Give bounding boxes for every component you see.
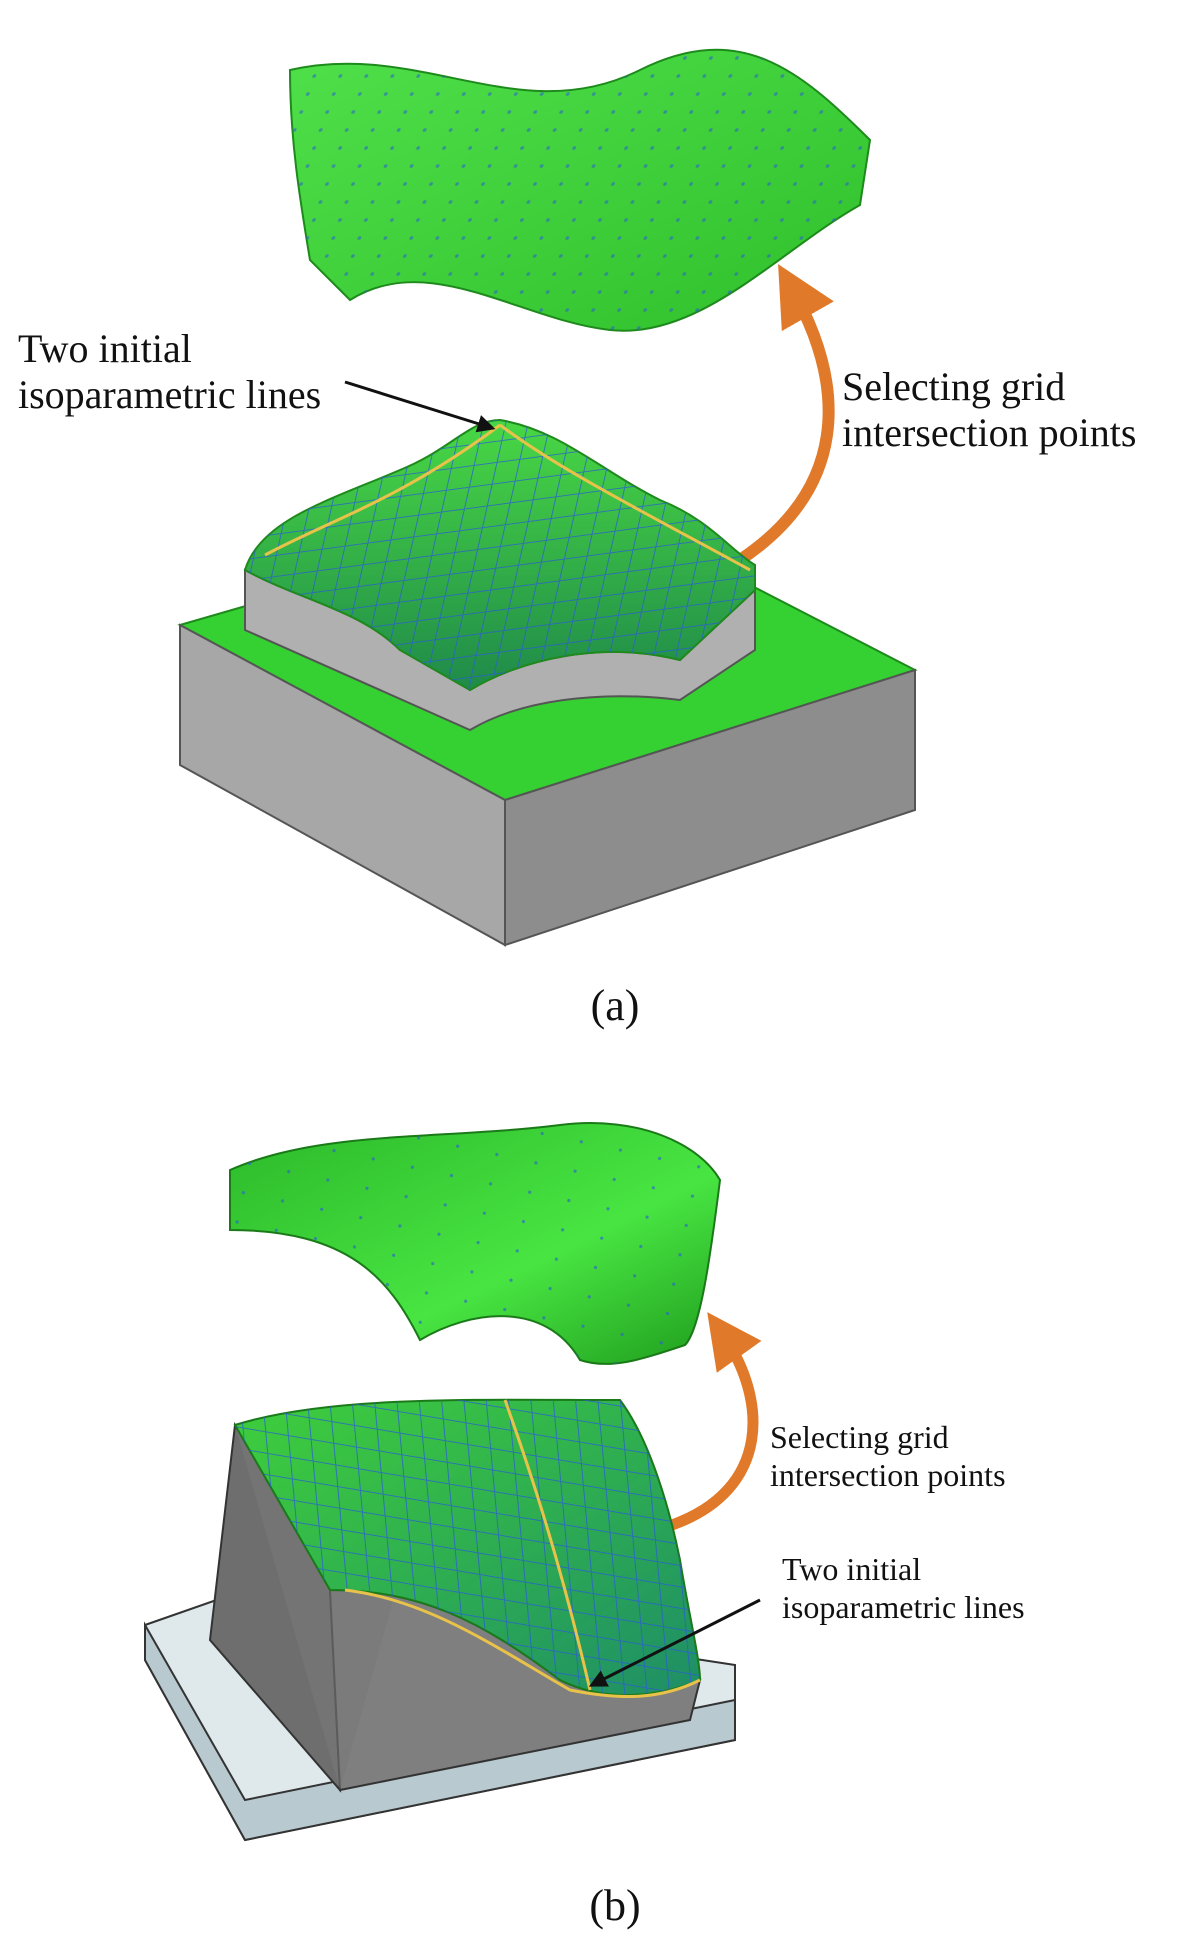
panel-b-isolines-label: Two initial isoparametric lines — [782, 1551, 1025, 1625]
panel-b-caption: (b) — [589, 1881, 640, 1930]
panel-b-isoline-1 — [503, 1399, 592, 1691]
panel-a-isolines-line-1: Two initial — [18, 326, 192, 371]
panel-a: Two initial isoparametric lines Selectin… — [18, 48, 1136, 1030]
panel-b-floating-surface — [229, 1122, 722, 1366]
panel-a-isoline-2 — [499, 423, 751, 572]
panel-b-isolines-line-1: Two initial — [782, 1551, 921, 1587]
panel-b-leader-arrow — [588, 1598, 761, 1687]
panel-b-mold-surface — [233, 1398, 702, 1699]
panel-b-isolines-line-2: isoparametric lines — [782, 1589, 1025, 1625]
panel-a-isolines-label: Two initial isoparametric lines — [18, 326, 321, 417]
panel-a-leader-arrow — [344, 380, 496, 433]
panel-a-selecting-line-2: intersection points — [842, 410, 1136, 455]
panel-b-orange-arrow — [666, 1312, 762, 1531]
panel-a-mold — [243, 418, 756, 732]
panel-a-isolines-line-2: isoparametric lines — [18, 372, 321, 417]
panel-b-isoline-2 — [344, 1588, 701, 1699]
panel-a-selecting-line-1: Selecting grid — [842, 364, 1065, 409]
panel-b-selecting-line-1: Selecting grid — [770, 1419, 949, 1455]
panel-b-selecting-label: Selecting grid intersection points — [770, 1419, 1006, 1493]
panel-a-orange-arrow — [734, 264, 835, 566]
panel-a-selecting-label: Selecting grid intersection points — [842, 364, 1136, 455]
panel-a-caption: (a) — [591, 981, 640, 1030]
panel-a-isoline-1 — [264, 423, 501, 557]
panel-b: Selecting grid intersection points Two i… — [144, 1122, 1025, 1930]
panel-b-selecting-line-2: intersection points — [770, 1457, 1006, 1493]
panel-a-floating-surface — [288, 48, 872, 332]
